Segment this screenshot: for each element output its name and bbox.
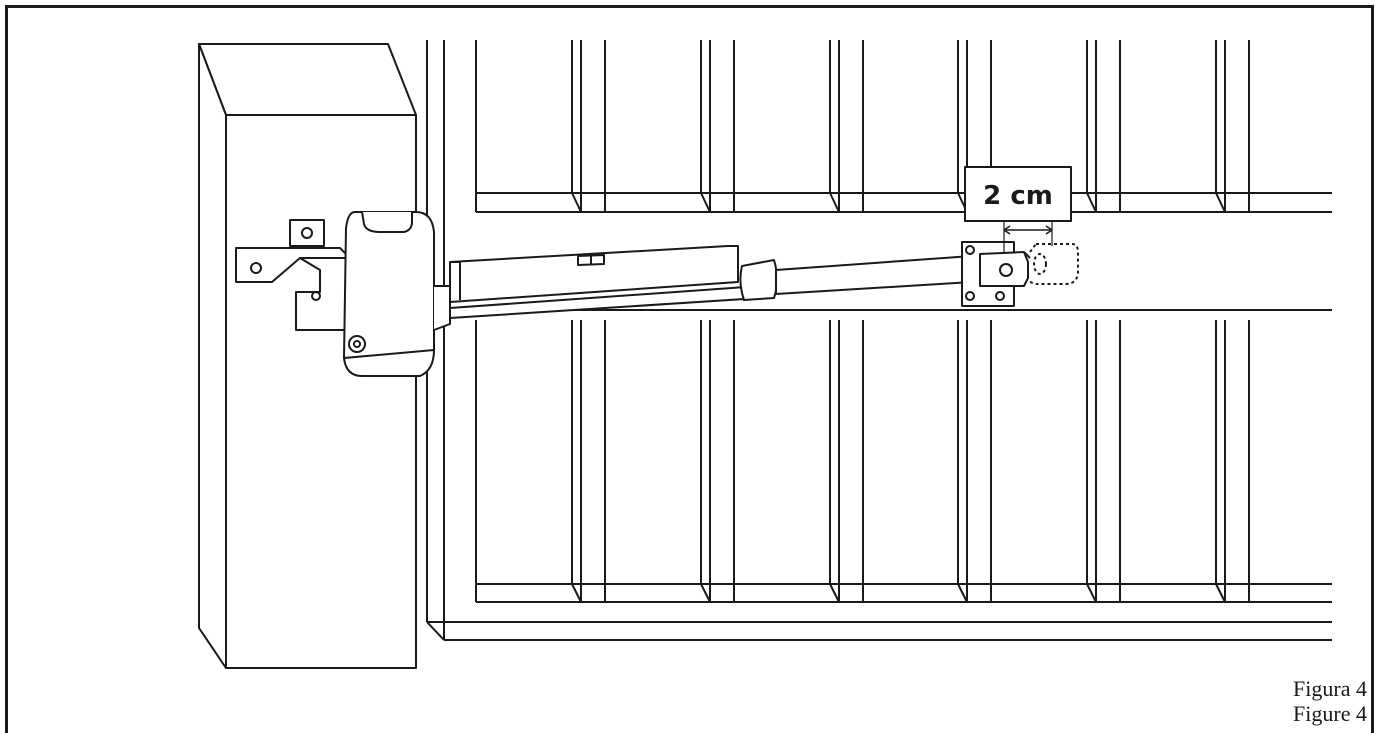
dimension-label: 2 cm — [983, 181, 1053, 211]
motor-housing — [343, 211, 451, 377]
pillar — [198, 43, 417, 669]
dimension-label-box — [964, 166, 1072, 222]
caption-english: Figure 4 — [1293, 701, 1367, 726]
gate-bracket — [961, 241, 1031, 307]
displaced-fork-outline — [1029, 243, 1079, 285]
gate-frame — [426, 40, 1332, 641]
gate-bars-lower — [571, 320, 1250, 603]
actuator-body — [449, 245, 739, 303]
pillar-bracket — [235, 219, 353, 331]
caption-italian: Figura 4 — [1293, 676, 1367, 701]
actuator-arm — [449, 255, 981, 319]
dimension-indicator — [964, 166, 1072, 254]
gate-bars-upper — [571, 40, 1250, 213]
